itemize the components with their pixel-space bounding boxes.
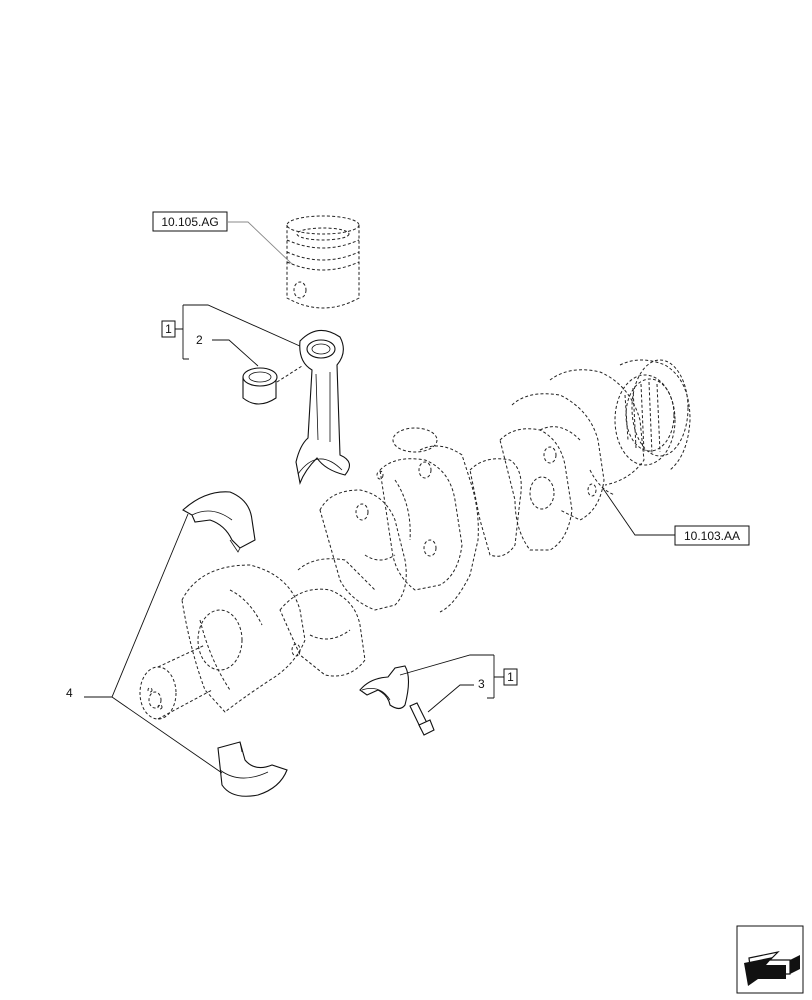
upper-bearing-shell (182, 491, 256, 553)
crankshaft-outline (139, 359, 691, 720)
lower-bearing-shell (217, 741, 288, 797)
piston-reference-label: 10.105.AG (161, 215, 218, 229)
connecting-rod-kit-marker[interactable]: 1 (161, 320, 176, 338)
piston-reference[interactable]: 10.105.AG (152, 211, 228, 232)
piston-leader (227, 221, 293, 265)
bushing-callout: 2 (196, 333, 203, 347)
piston-outline (286, 215, 360, 309)
connecting-rod (295, 329, 351, 485)
crankshaft-reference-label: 10.103.AA (684, 529, 740, 543)
bearing-cap-kit-marker[interactable]: 1 (503, 668, 518, 686)
bolt-callout: 3 (478, 677, 485, 691)
small-end-bushing (242, 365, 303, 405)
cap-bolt (409, 702, 435, 736)
bearing-cap (359, 665, 410, 710)
main-bearing-leaders (84, 513, 223, 774)
crankshaft-reference[interactable]: 10.103.AA (674, 525, 750, 546)
bolt-leader (427, 684, 474, 713)
crankshaft-leader (601, 486, 675, 536)
bearing-cap-kit-number: 1 (507, 670, 514, 684)
main-bearing-callout: 4 (66, 686, 73, 700)
connecting-rod-kit-number: 1 (165, 322, 172, 336)
bushing-leader (212, 339, 259, 367)
bearing-cap-kit-bracket (399, 654, 504, 699)
arrow-left-down-icon[interactable] (736, 925, 804, 994)
connecting-rod-kit-bracket (175, 304, 303, 360)
